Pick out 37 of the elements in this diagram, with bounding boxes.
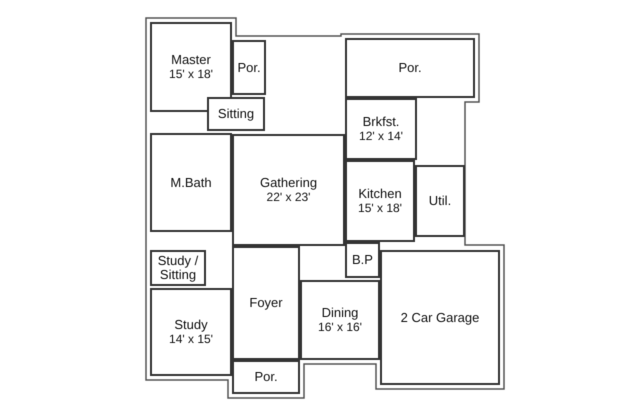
room-name: Util. <box>428 194 452 208</box>
room-outline <box>345 242 380 278</box>
room-name: Master <box>171 53 211 67</box>
room-dimensions: 12' x 14' <box>359 129 403 143</box>
room-outline <box>150 133 232 232</box>
room-dimensions: 22' x 23' <box>266 190 310 204</box>
room-name: Kitchen <box>358 187 402 201</box>
room-name: Por. <box>398 61 422 75</box>
room-outline <box>415 165 465 237</box>
room-dimensions: 16' x 16' <box>318 320 362 334</box>
room-name: Study / Sitting <box>156 254 200 282</box>
room-name: Brkfst. <box>362 115 400 129</box>
room-name: Sitting <box>218 107 254 121</box>
room-name: Foyer <box>249 296 283 310</box>
room-outline <box>232 246 300 360</box>
room-dimensions: 14' x 15' <box>169 332 213 346</box>
room-outline <box>345 160 415 242</box>
room-outline <box>150 288 232 376</box>
room-outline <box>150 250 206 286</box>
room-outline <box>232 360 300 394</box>
room-dimensions: 15' x 18' <box>169 67 213 81</box>
room-outline <box>232 40 266 95</box>
room-name: 2 Car Garage <box>400 310 480 324</box>
room-name: Gathering <box>260 176 318 190</box>
room-name: Por. <box>237 60 261 74</box>
room-outline <box>380 250 500 385</box>
room-name: Dining <box>322 306 358 320</box>
room-outline <box>232 134 345 246</box>
room-name: Study <box>174 318 208 332</box>
room-name: Por. <box>254 370 278 384</box>
room-outline <box>207 97 265 131</box>
room-outline <box>300 280 380 360</box>
room-outline <box>345 98 417 160</box>
room-outline <box>345 38 475 98</box>
room-dimensions: 15' x 18' <box>358 201 402 215</box>
room-name: M.Bath <box>170 176 212 190</box>
room-name: B.P <box>352 253 373 267</box>
